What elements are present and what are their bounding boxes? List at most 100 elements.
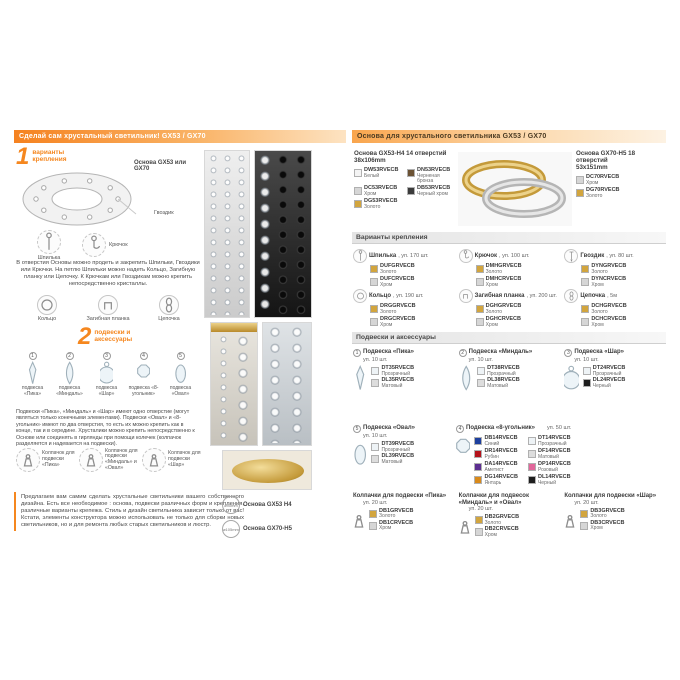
product-code: DCHGRVECB <box>591 303 627 309</box>
cap-icon <box>79 448 103 472</box>
finish-swatch <box>371 443 380 451</box>
finish-name: Прозрачный <box>487 370 516 377</box>
pendant-pack: уп. 10 шт. <box>363 433 388 439</box>
instructions-paragraph-1: В отверстия Основы можно продеть и закре… <box>16 260 200 287</box>
finish-swatch <box>371 379 380 388</box>
product-code: DMHGRVECB <box>485 263 522 269</box>
finish-name: Хром <box>591 281 604 288</box>
finish-swatch <box>527 476 536 485</box>
finish-swatch <box>527 463 536 472</box>
finish-name: Матовый <box>537 453 559 460</box>
finish-name: Хром <box>586 180 599 187</box>
fastener-pack: уп. 170 шт. <box>398 253 428 259</box>
product-code: DG14RVECB <box>484 474 518 481</box>
pendant-number: 4 <box>456 425 464 433</box>
pin-icon <box>37 230 61 254</box>
product-code: DB2CRVECB <box>484 526 519 533</box>
product-code: DT35RVECB <box>381 365 415 371</box>
fastener-card-bracket: Загибная планкауп. 200 шт. DGHGRVECBЗоло… <box>458 288 561 328</box>
product-code: DT24RVECB <box>592 365 626 371</box>
fastener-name: Гвоздик <box>580 252 605 259</box>
finish-name: Хром <box>591 321 604 328</box>
right-panel-header: Основа для хрустального светильника GX53… <box>352 130 666 143</box>
finish-swatch <box>354 200 362 209</box>
finish-swatch <box>580 509 589 518</box>
finish-name: Розовый <box>537 466 558 473</box>
finish-swatch <box>407 169 415 178</box>
bases-product-photo <box>458 152 572 226</box>
step-1-number: 1 <box>16 143 30 170</box>
finish-swatch <box>370 265 378 273</box>
fastener-pack: уп. 190 шт. <box>393 293 423 299</box>
crystal-strand-photo-2 <box>254 150 312 318</box>
product-code: DB2GRVECB <box>484 514 520 521</box>
finish-swatch <box>477 379 486 388</box>
right-panel-title: Основа для хрустального светильника GX53… <box>357 133 547 140</box>
finish-name: Черненая бронза <box>417 172 440 185</box>
product-code: DP14RVECB <box>537 461 571 468</box>
fastener-pack: уп. 80 шт. <box>606 253 633 259</box>
product-code: DRGGRVECB <box>380 303 416 309</box>
product-code: DN53RVECB <box>417 167 451 174</box>
product-size: 38x106mm <box>354 157 386 165</box>
hook-callout: Крючок <box>82 233 128 257</box>
finish-swatch <box>474 437 483 445</box>
step-2: 2 подвески и аксессуары <box>78 325 140 349</box>
finish-name: Черный хром <box>417 191 448 198</box>
finish-name: Янтарь <box>484 479 502 486</box>
hook-callout-label: Крючок <box>109 242 128 248</box>
cap-pack: уп. 20 шт. <box>363 499 388 506</box>
product-code: DB3CRVECB <box>590 519 625 526</box>
caps-row: Колпачок для подвески «Пика» Колпачок дл… <box>16 448 202 472</box>
product-code: DUFCRVECB <box>380 276 415 283</box>
finish-swatch <box>582 379 591 388</box>
product-size: 53x151mm <box>576 164 608 172</box>
product-code: DW53RVECB <box>364 167 399 174</box>
product-code: DT14RVECB <box>537 435 571 441</box>
pendant-number: 5 <box>353 425 361 433</box>
product-code: DL38RVECB <box>487 377 520 384</box>
finish-name: Хром <box>379 525 392 532</box>
finish-swatch <box>407 187 415 196</box>
finish-swatch <box>475 318 484 327</box>
finish-swatch <box>370 318 378 327</box>
finish-swatch <box>474 516 483 525</box>
finish-name: Матовый <box>381 458 403 465</box>
pika-icon <box>28 361 37 385</box>
fasteners-section-header: Варианты крепления <box>352 232 666 244</box>
base-illustration <box>20 170 138 233</box>
base-size-legend: ⌀90mm Основа GX53 H4 ⌀105mm Основа GX70-… <box>222 496 326 538</box>
finish-name: Аметист <box>484 466 504 473</box>
product-code: DRGCRVECB <box>380 316 416 323</box>
finish-swatch <box>371 367 380 375</box>
chain-icon <box>564 289 579 303</box>
pendant-number: 4 <box>139 352 148 360</box>
finish-name: Прозрачный <box>537 440 567 447</box>
pin-callout-label: Шпилька <box>37 255 61 261</box>
almond-icon <box>65 361 74 385</box>
pendant-oval: 5 подвеска «Овал» <box>162 352 199 397</box>
pendant-number: 3 <box>102 352 111 360</box>
cap-card-ball: Колпачки для подвески «Шар» уп. 20 шт. D… <box>563 492 666 541</box>
pendant-number: 1 <box>353 349 361 357</box>
finish-swatch <box>474 450 483 459</box>
base-label: Основа GX53 H4 <box>243 502 292 508</box>
fastener-name: Цепочка <box>580 292 606 299</box>
finish-swatch <box>527 450 536 459</box>
